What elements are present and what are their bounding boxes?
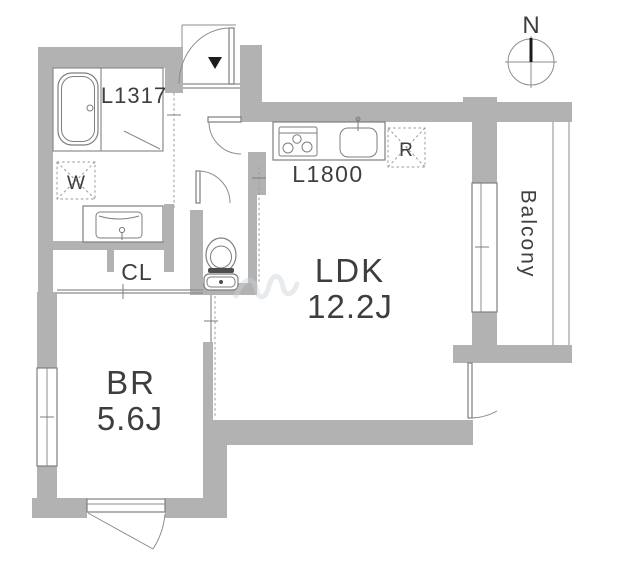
balcony-label: Balcony xyxy=(516,190,539,279)
closet-label: CL xyxy=(121,259,152,285)
wall-segment xyxy=(38,68,53,292)
wall-segment xyxy=(107,250,114,272)
compass-north-label: N xyxy=(522,12,539,39)
bedroom-size-label: 5.6J xyxy=(97,400,163,437)
bathroom-unit xyxy=(52,67,164,152)
room-labels: L1317 W CL L1800 R LDK 12.2J BR 5.6J Bal… xyxy=(67,83,539,437)
ldk-size-label: 12.2J xyxy=(307,288,393,325)
hall-door-leaf xyxy=(207,116,242,123)
kitchen-sink-icon xyxy=(339,116,378,158)
wall-segment xyxy=(203,342,213,422)
bathtub-icon xyxy=(57,72,99,146)
washer-space-icon xyxy=(56,161,96,200)
entrance-door-arc xyxy=(178,27,231,85)
entrance-door-leaf xyxy=(228,27,235,85)
toilet-door-leaf xyxy=(195,170,201,204)
entrance-marker-icon xyxy=(208,57,222,69)
wall-segment xyxy=(38,47,183,68)
toilet-seat-hinge xyxy=(208,268,234,273)
fridge-space-icon xyxy=(387,127,426,168)
wall-segment xyxy=(164,204,174,272)
wall-segment xyxy=(248,152,257,295)
toilet-door-arc xyxy=(197,170,231,204)
washer-label: W xyxy=(67,173,85,194)
refrigerator-label: R xyxy=(399,140,413,161)
hall-door-arc xyxy=(208,121,242,155)
kitchen-label: L1800 xyxy=(292,161,363,187)
toilet-door xyxy=(195,170,231,204)
bedroom-door-frame xyxy=(86,498,166,513)
vanity-sink-icon xyxy=(82,205,164,243)
bedroom-door-leaf xyxy=(87,512,154,550)
wall-segment xyxy=(472,122,497,183)
toilet-icon xyxy=(203,237,239,291)
hall-door xyxy=(207,116,242,155)
wall-segment xyxy=(165,47,183,93)
wall-segment xyxy=(262,102,572,122)
wall-segment xyxy=(463,97,497,103)
wall-segment xyxy=(453,345,572,363)
bath-label: L1317 xyxy=(101,83,167,108)
balcony-railing xyxy=(552,122,570,345)
wall-segment xyxy=(190,210,203,293)
dimension-ticks xyxy=(122,114,266,322)
bedroom-window xyxy=(36,367,58,467)
ldk-door-arc xyxy=(469,410,498,419)
watermark xyxy=(233,273,300,300)
kitchen-counter xyxy=(272,116,386,161)
walls xyxy=(32,45,572,518)
bedroom-label: BR xyxy=(106,364,156,401)
ldk-door xyxy=(467,362,498,419)
bedroom-door xyxy=(86,498,166,550)
ldk-door-leaf xyxy=(467,362,473,419)
wall-segment xyxy=(211,420,473,445)
entrance-door xyxy=(178,27,235,85)
wall-segment xyxy=(37,292,57,368)
ldk-label: LDK xyxy=(315,252,385,289)
bedroom-door-arc xyxy=(152,513,166,550)
wall-segment xyxy=(240,45,262,122)
bathroom-door xyxy=(123,130,161,150)
wall-segment xyxy=(48,241,174,250)
balcony-window xyxy=(471,182,498,313)
compass-icon: N xyxy=(505,12,557,88)
wall-segment xyxy=(32,498,87,518)
wall-segment xyxy=(203,420,227,518)
stove-icon xyxy=(278,126,318,157)
